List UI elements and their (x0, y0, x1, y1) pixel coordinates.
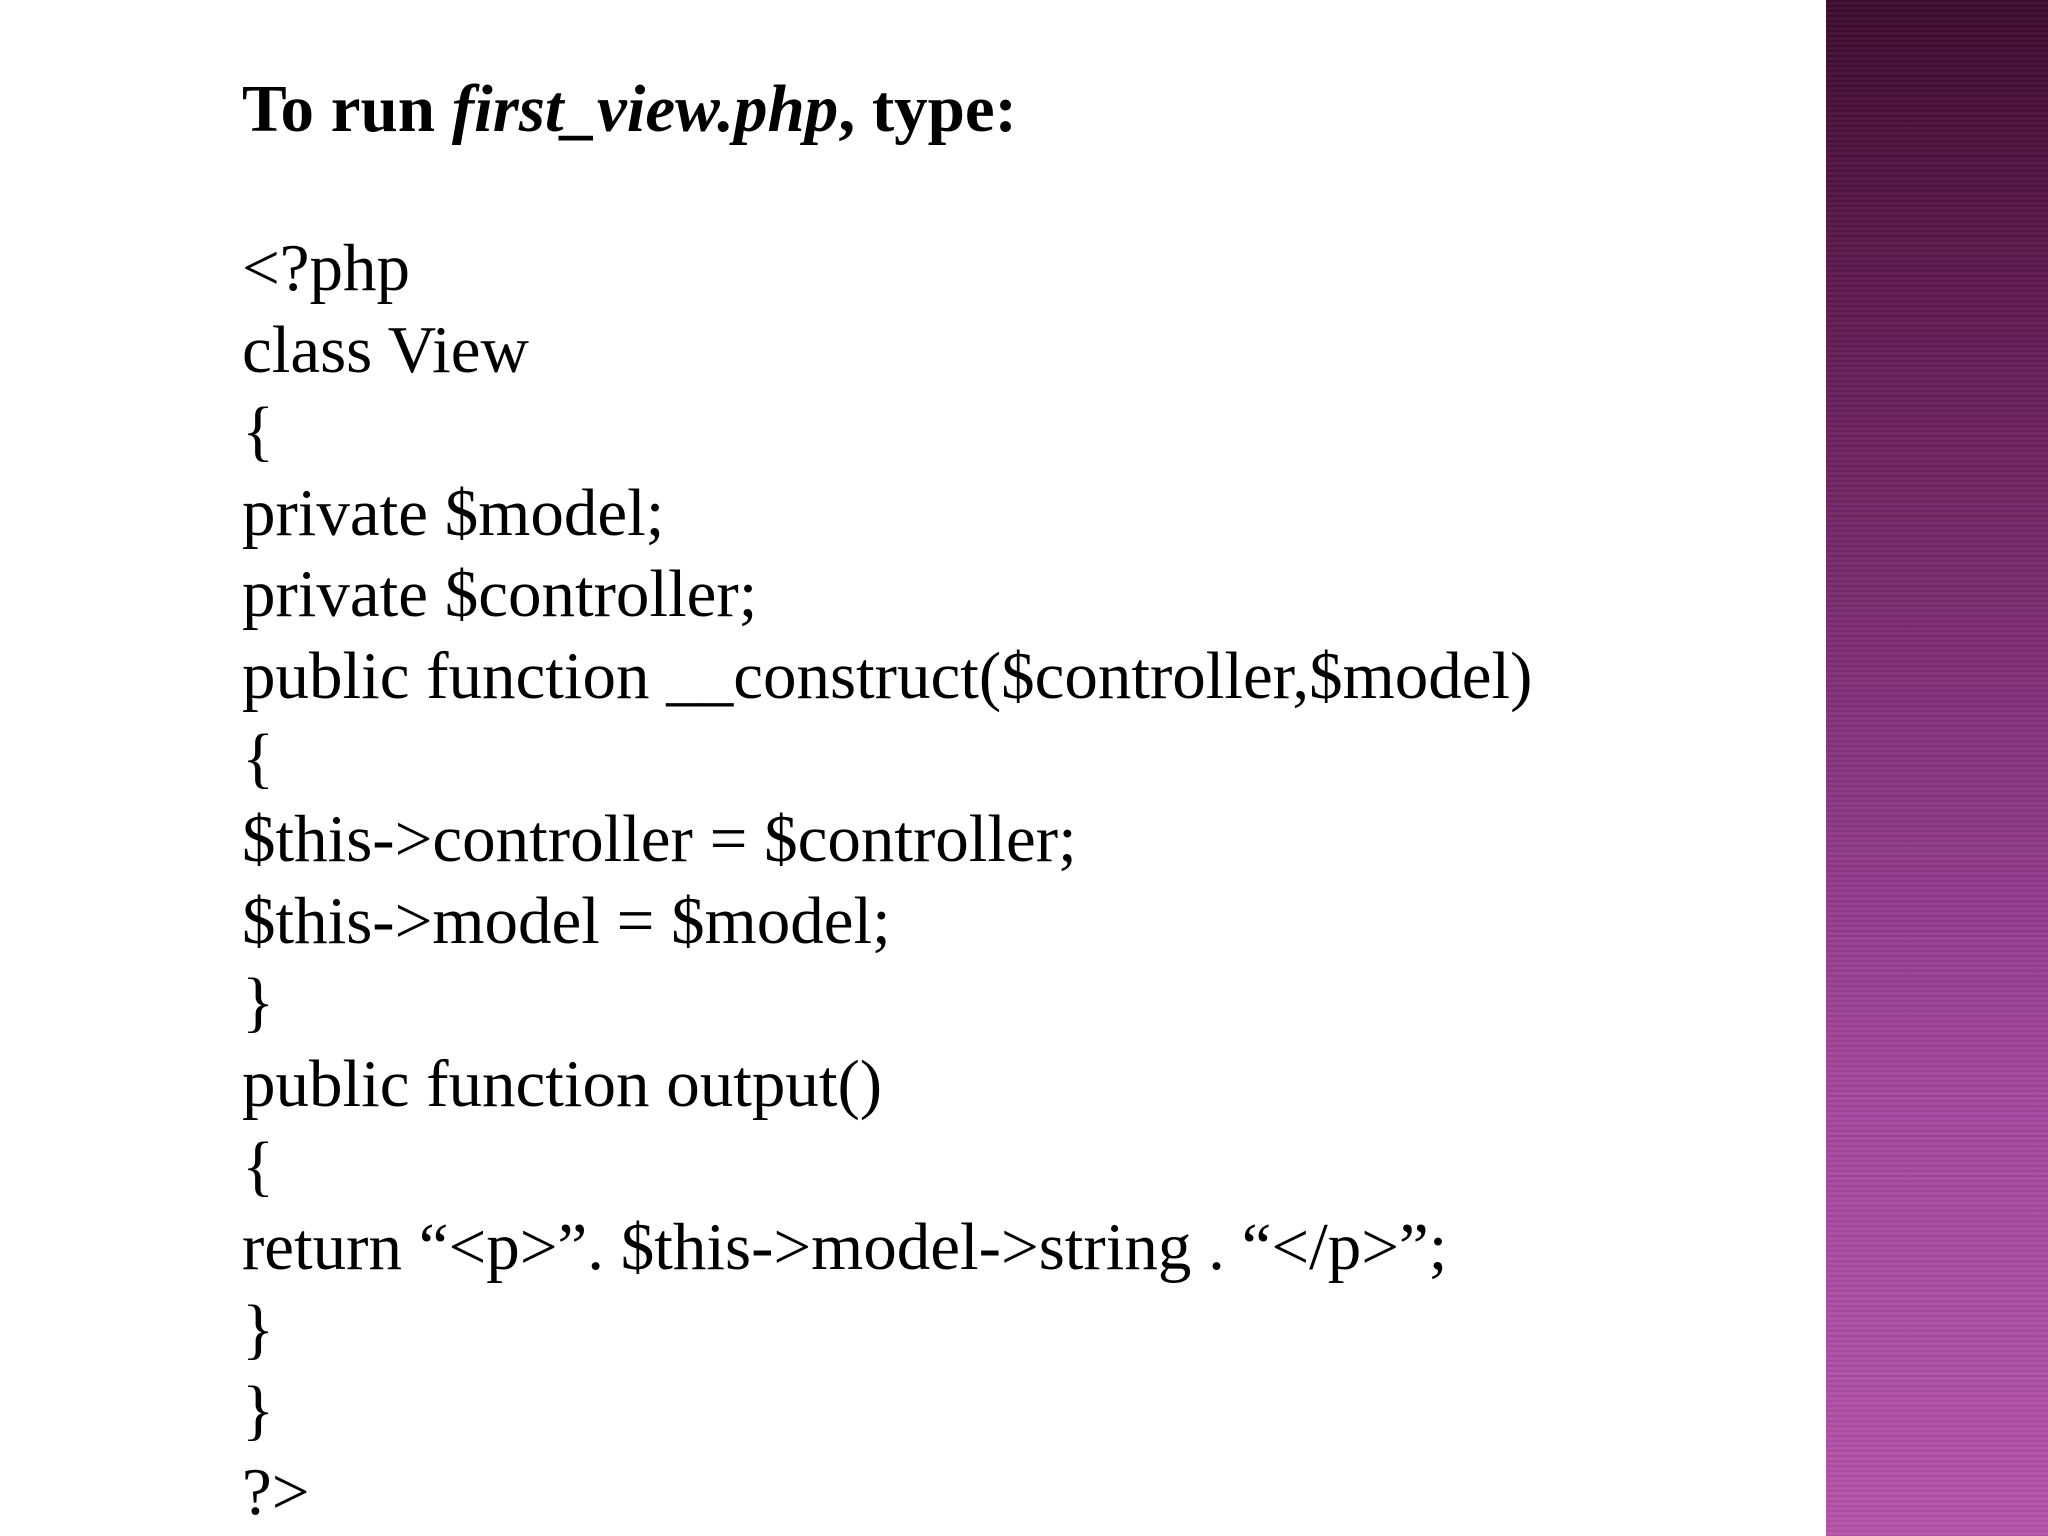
code-line: <?php (242, 231, 411, 305)
heading-prefix: To run (242, 72, 452, 146)
heading-filename: first_view.php (451, 72, 839, 146)
code-line: { (242, 394, 275, 469)
code-line: { (242, 720, 275, 795)
code-line: public function __construct($controller,… (242, 638, 1533, 713)
code-line: } (242, 1291, 275, 1366)
code-line: private $controller; (242, 557, 758, 632)
slide-content: To run first_view.php, type: <?php class… (242, 62, 1802, 1534)
code-line: class View (242, 312, 529, 387)
code-line: public function output() (242, 1046, 883, 1121)
code-line: { (242, 1128, 275, 1203)
code-line: } (242, 965, 275, 1040)
slide-heading: To run first_view.php, type: (242, 62, 1802, 156)
code-line: return “<p>”. $this->model->string . “</… (242, 1210, 1448, 1285)
code-line: private $model; (242, 475, 665, 550)
heading-suffix: , type: (838, 72, 1017, 146)
code-block: <?php class View { private $model; priva… (242, 228, 1802, 1534)
code-line: ?> (242, 1454, 310, 1529)
code-line: $this->model = $model; (242, 883, 891, 958)
decorative-side-band (1826, 0, 2048, 1536)
code-line: } (242, 1373, 275, 1448)
code-line: $this->controller = $controller; (242, 802, 1077, 877)
